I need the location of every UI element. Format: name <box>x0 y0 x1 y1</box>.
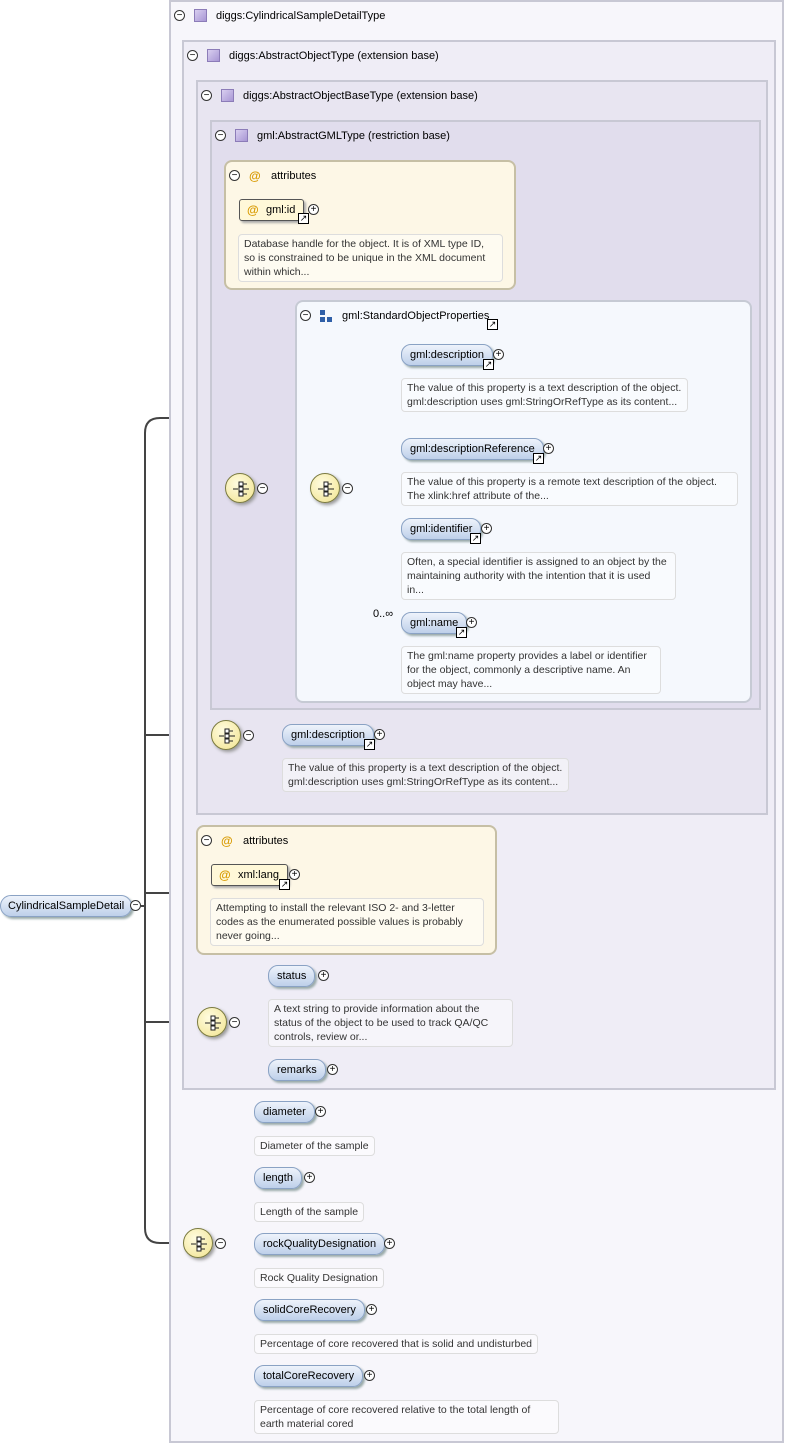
element-total-core-recovery[interactable]: totalCoreRecovery <box>254 1365 364 1387</box>
gml-id-documentation: Database handle for the object. It is of… <box>238 234 503 282</box>
complex-type-icon <box>194 9 207 22</box>
group-icon <box>320 310 332 322</box>
attribute-gml-id-label: gml:id <box>266 204 296 216</box>
diameter-documentation: Diameter of the sample <box>254 1136 375 1156</box>
element-solid-core-recovery[interactable]: solidCoreRecovery <box>254 1299 365 1321</box>
element-gml-description[interactable]: gml:description <box>401 344 493 366</box>
gml-type-label: gml:AbstractGMLType (restriction base) <box>257 130 450 142</box>
xml-lang-documentation: Attempting to install the relevant ISO 2… <box>210 898 484 946</box>
collapse-icon[interactable]: − <box>215 1238 226 1249</box>
expand-icon[interactable]: + <box>289 869 300 880</box>
gml-description-documentation: The value of this property is a text des… <box>401 378 688 412</box>
reference-arrow-icon[interactable]: ↗ <box>487 319 498 330</box>
collapse-icon[interactable]: − <box>187 50 198 61</box>
collapse-icon[interactable]: − <box>229 170 240 181</box>
expand-icon[interactable]: + <box>304 1172 315 1183</box>
expand-icon[interactable]: + <box>315 1106 326 1117</box>
attribute-icon: @ <box>249 169 261 183</box>
complex-type-icon <box>207 49 220 62</box>
element-gml-name[interactable]: gml:name <box>401 612 468 634</box>
element-rock-quality-designation[interactable]: rockQualityDesignation <box>254 1233 386 1255</box>
root-element-cylindrical-sample-detail[interactable]: CylindricalSampleDetail <box>0 895 133 917</box>
collapse-icon[interactable]: − <box>243 730 254 741</box>
collapse-icon[interactable]: − <box>201 835 212 846</box>
attribute-xml-lang-label: xml:lang <box>238 869 279 881</box>
sequence-icon <box>191 1236 207 1252</box>
expand-icon[interactable]: + <box>384 1238 395 1249</box>
attribute-xml-lang[interactable]: @ xml:lang <box>211 864 288 886</box>
reference-arrow-icon[interactable]: ↗ <box>533 453 544 464</box>
gml-description-reference-documentation: The value of this property is a remote t… <box>401 472 738 506</box>
lang-attributes-title: attributes <box>243 835 289 847</box>
attribute-icon: @ <box>219 868 231 882</box>
reference-arrow-icon[interactable]: ↗ <box>483 359 494 370</box>
abstract-object-label: diggs:AbstractObjectType (extension base… <box>229 50 439 62</box>
expand-icon[interactable]: + <box>481 523 492 534</box>
expand-icon[interactable]: + <box>364 1370 375 1381</box>
attribute-icon: @ <box>247 203 259 217</box>
collapse-icon[interactable]: − <box>130 900 141 911</box>
length-documentation: Length of the sample <box>254 1202 365 1222</box>
element-status[interactable]: status <box>268 965 316 987</box>
element-gml-description-reference[interactable]: gml:descriptionReference <box>401 438 544 460</box>
collapse-icon[interactable]: − <box>215 130 226 141</box>
gml-name-documentation: The gml:name property provides a label o… <box>401 646 661 694</box>
expand-icon[interactable]: + <box>308 204 319 215</box>
gml-attributes-box: − @ attributes <box>224 160 516 290</box>
expand-icon[interactable]: + <box>374 729 385 740</box>
attribute-gml-id[interactable]: @ gml:id <box>239 199 305 221</box>
base-description-documentation: The value of this property is a text des… <box>282 758 569 792</box>
sequence-compositor-status[interactable] <box>197 1007 227 1037</box>
collapse-icon[interactable]: − <box>174 10 185 21</box>
expand-icon[interactable]: + <box>318 970 329 981</box>
status-documentation: A text string to provide information abo… <box>268 999 513 1047</box>
reference-arrow-icon[interactable]: ↗ <box>470 533 481 544</box>
collapse-icon[interactable]: − <box>257 483 268 494</box>
gml-identifier-documentation: Often, a special identifier is assigned … <box>401 552 676 600</box>
element-gml-identifier[interactable]: gml:identifier <box>401 518 482 540</box>
standard-object-properties-box: − gml:StandardObjectProperties <box>295 300 752 703</box>
collapse-icon[interactable]: − <box>201 90 212 101</box>
collapse-icon[interactable]: − <box>229 1017 240 1028</box>
element-base-gml-description[interactable]: gml:description <box>282 724 374 746</box>
complex-type-icon <box>235 129 248 142</box>
sequence-icon <box>219 728 235 744</box>
standard-object-properties-label: gml:StandardObjectProperties <box>342 310 490 322</box>
collapse-icon[interactable]: − <box>342 483 353 494</box>
expand-icon[interactable]: + <box>466 617 477 628</box>
reference-arrow-icon[interactable]: ↗ <box>298 213 309 224</box>
expand-icon[interactable]: + <box>327 1064 338 1075</box>
sequence-icon <box>318 481 334 497</box>
sequence-icon <box>205 1015 221 1031</box>
reference-arrow-icon[interactable]: ↗ <box>456 627 467 638</box>
standard-object-properties-header: − gml:StandardObjectProperties <box>300 307 510 325</box>
element-length[interactable]: length <box>254 1167 302 1189</box>
reference-arrow-icon[interactable]: ↗ <box>279 879 290 890</box>
attribute-icon: @ <box>221 834 233 848</box>
total-core-recovery-documentation: Percentage of core recovered relative to… <box>254 1400 559 1434</box>
solid-core-recovery-documentation: Percentage of core recovered that is sol… <box>254 1334 539 1354</box>
gml-attributes-title: attributes <box>271 170 317 182</box>
sequence-icon <box>233 481 249 497</box>
abstract-object-base-label: diggs:AbstractObjectBaseType (extension … <box>243 90 478 102</box>
element-diameter[interactable]: diameter <box>254 1101 315 1123</box>
element-remarks[interactable]: remarks <box>268 1059 326 1081</box>
collapse-icon[interactable]: − <box>300 310 311 321</box>
reference-arrow-icon[interactable]: ↗ <box>364 739 375 750</box>
type-box-label: diggs:CylindricalSampleDetailType <box>216 10 386 22</box>
expand-icon[interactable]: + <box>493 349 504 360</box>
expand-icon[interactable]: + <box>366 1304 377 1315</box>
sequence-compositor-inner[interactable] <box>310 473 340 503</box>
sequence-compositor-sample[interactable] <box>183 1228 213 1258</box>
occurrence-label: 0..∞ <box>373 608 394 620</box>
lang-attributes-box: − @ attributes <box>196 825 497 955</box>
expand-icon[interactable]: + <box>543 443 554 454</box>
sequence-compositor-outer[interactable] <box>225 473 255 503</box>
complex-type-icon <box>221 89 234 102</box>
sequence-compositor-base[interactable] <box>211 720 241 750</box>
rock-quality-designation-documentation: Rock Quality Designation <box>254 1268 384 1288</box>
